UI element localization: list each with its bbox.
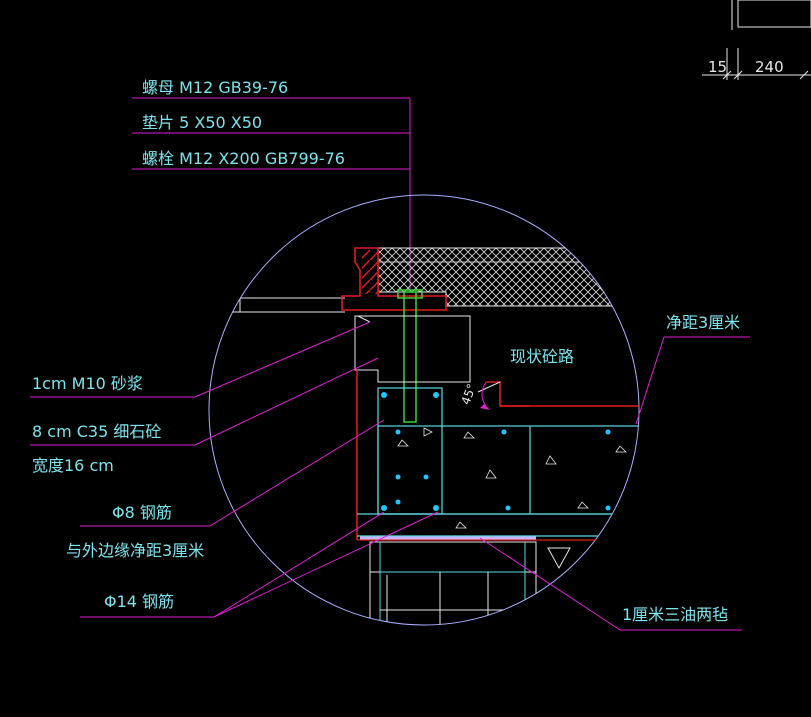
dim-240: 240 [755,58,784,76]
label-rebar8: Φ8 钢筋 [112,503,172,522]
dimension-block: 15 240 [702,0,811,80]
label-rebar14: Φ14 钢筋 [104,592,174,611]
label-road: 现状砼路 [510,347,574,366]
label-washer: 垫片 5 X50 X50 [142,113,262,132]
label-felt: 1厘米三油两毡 [622,605,728,624]
dim-15: 15 [708,58,727,76]
label-clearance-edge: 与外边缘净距3厘米 [66,541,204,560]
label-concrete: 8 cm C35 细石砼 [32,422,161,441]
label-bolt: 螺栓 M12 X200 GB799-76 [142,149,345,168]
label-mortar: 1cm M10 砂浆 [32,374,143,393]
detail-circle [208,194,640,626]
label-width: 宽度16 cm [32,456,114,475]
side-leaders [30,321,750,631]
label-nut: 螺母 M12 GB39-76 [142,78,288,97]
section-contents [209,247,639,625]
top-leaders: 螺母 M12 GB39-76 垫片 5 X50 X50 螺栓 M12 X200 … [132,78,411,292]
label-angle: 45° [459,382,479,407]
label-clearance-top: 净距3厘米 [666,313,740,332]
